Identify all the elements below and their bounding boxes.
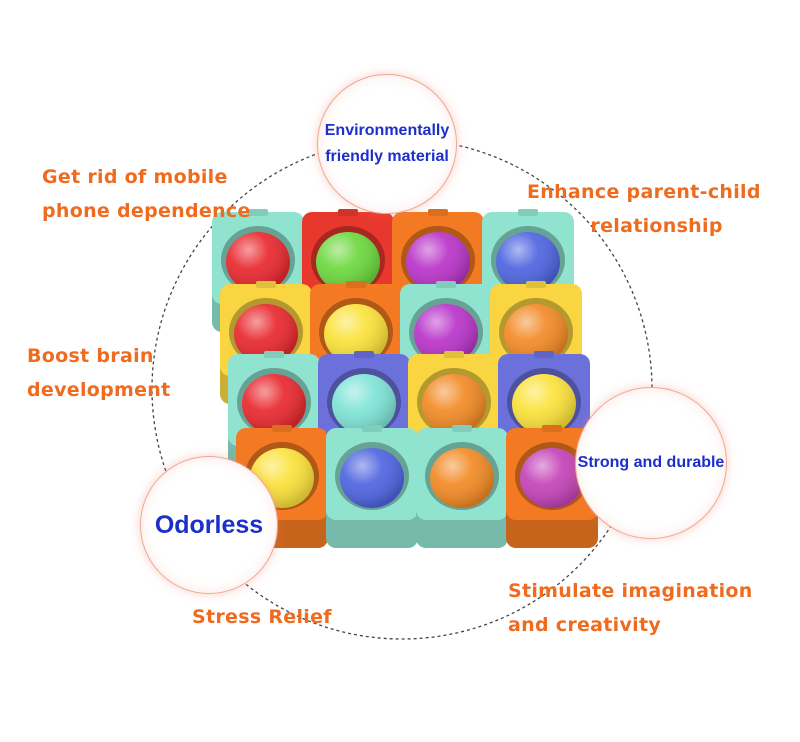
bubble-eco-material: Environmentally friendly material (317, 74, 457, 214)
dome-highlight (496, 232, 560, 292)
cube-notch (518, 209, 538, 216)
cube-notch (362, 425, 382, 432)
cube-notch (346, 281, 366, 288)
feature-brain-line-2: development (27, 379, 171, 401)
dome-highlight (316, 232, 380, 292)
dome-highlight (324, 304, 388, 364)
bubble-eco-line-1: Environmentally (324, 122, 450, 139)
dome-highlight (430, 448, 494, 508)
cube-notch (444, 351, 464, 358)
cube-notch (256, 281, 276, 288)
cube-notch (338, 209, 358, 216)
feature-mobile-line-1: Get rid of mobile (42, 166, 228, 188)
bubble-odorless-label: Odorless (154, 510, 264, 539)
feature-imagination-line-2: and creativity (508, 614, 662, 636)
dome-highlight (406, 232, 470, 292)
dome-highlight (226, 232, 290, 292)
feature-imagination: Stimulate imagination and creativity (508, 574, 753, 642)
cube-notch (428, 209, 448, 216)
bubble-odorless: Odorless (140, 456, 278, 594)
feature-imagination-line-1: Stimulate imagination (508, 580, 753, 602)
dome-highlight (332, 374, 396, 434)
cube-notch (534, 351, 554, 358)
pop-cube (506, 425, 598, 548)
feature-parent-child-line-2: relationship (590, 215, 723, 237)
pop-cube (416, 425, 508, 548)
cube-notch (354, 351, 374, 358)
dome-highlight (234, 304, 298, 364)
pop-cube (392, 209, 484, 332)
feature-stress-relief: Stress Relief (192, 600, 332, 634)
dome-highlight (520, 448, 584, 508)
cube-notch (526, 281, 546, 288)
bubble-eco-line-2: friendly material (325, 148, 449, 165)
feature-brain-line-1: Boost brain (27, 345, 154, 367)
cube-notch (542, 425, 562, 432)
feature-stress-label: Stress Relief (192, 606, 332, 628)
cube-notch (272, 425, 292, 432)
dome-highlight (422, 374, 486, 434)
cube-notch (248, 209, 268, 216)
cube-notch (264, 351, 284, 358)
dome-highlight (414, 304, 478, 364)
feature-brain-development: Boost brain development (27, 339, 171, 407)
feature-parent-child: Enhance parent-child relationship (527, 175, 761, 243)
dome-highlight (340, 448, 404, 508)
dome-highlight (504, 304, 568, 364)
bubble-durable-label: Strong and durable (577, 454, 725, 471)
pop-cube (400, 281, 492, 404)
feature-mobile-dependence: Get rid of mobile phone dependence (42, 160, 251, 228)
bubble-strong-durable: Strong and durable (575, 387, 727, 539)
cube-notch (436, 281, 456, 288)
pop-cube (228, 351, 320, 474)
pop-cube (326, 425, 418, 548)
pop-cube (236, 425, 328, 548)
dome-highlight (242, 374, 306, 434)
pop-it-cube-grid (212, 209, 598, 548)
feature-mobile-line-2: phone dependence (42, 200, 251, 222)
cube-notch (452, 425, 472, 432)
feature-parent-child-line-1: Enhance parent-child (527, 181, 761, 203)
dome-highlight (512, 374, 576, 434)
